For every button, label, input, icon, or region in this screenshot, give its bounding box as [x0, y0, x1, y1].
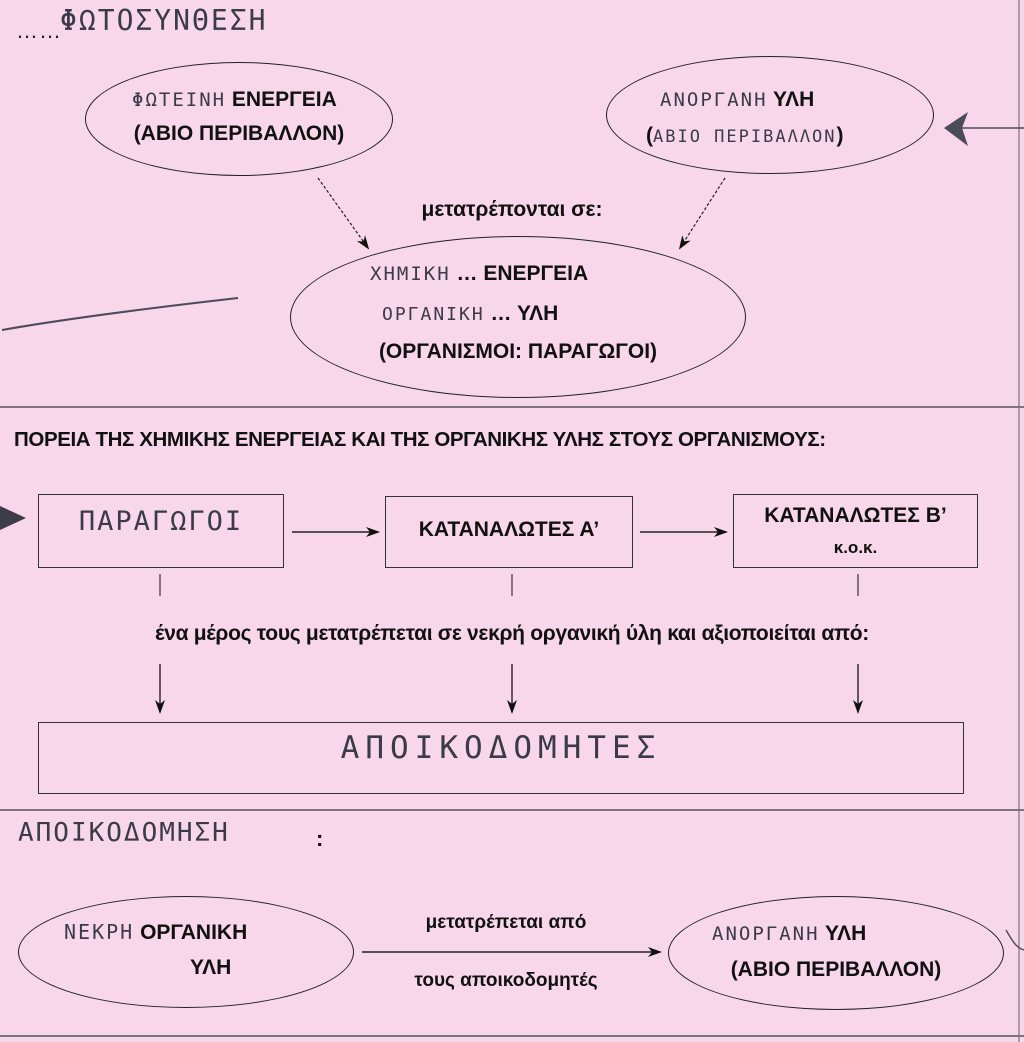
hand-inorganic-result: ΑΝΟΡΓΑΝΗ [712, 923, 820, 945]
hand-dead: ΝΕΚΡΗ [64, 920, 135, 944]
pencil-arrowhead-left [0, 506, 26, 530]
chemical-line3: (ΟΡΓΑΝΙΣΜΟΙ: ΠΑΡΑΓΩΓΟΙ) [378, 340, 658, 363]
hand-inorganic: ΑΝΟΡΓΑΝΗ [660, 89, 768, 111]
section2-title: ΠΟΡΕΙΑ ΤΗΣ ΧΗΜΙΚΗΣ ΕΝΕΡΓΕΙΑΣ ΚΑΙ ΤΗΣ ΟΡΓ… [14, 428, 826, 451]
label-transform: μετατρέπονται σε: [421, 198, 603, 221]
heading-photosynthesis: ΦΩΤΟΣΥΝΘΕΣΗ [60, 4, 268, 37]
label-organic: ΟΡΓΑΝΙΚΗ [140, 921, 248, 944]
label-matter-result: ΥΛΗ [824, 922, 867, 945]
hand-abiotic: ΑΒΙΟ ΠΕΡΙΒΑΛΛΟΝ [653, 127, 837, 147]
box-consumers-b [733, 494, 978, 568]
hand-decomposers: ΑΠΟΙΚΟΔΟΜΗΤΕΣ [340, 730, 662, 766]
dead-organic-line2: ΥΛΗ [190, 956, 232, 979]
close-paren: ) [836, 124, 844, 147]
arrow-light-to-chemical [317, 177, 370, 250]
open-paren: ( [646, 124, 653, 147]
label-etc: κ.ο.κ. [833, 538, 878, 557]
hand-chemical: ΧΗΜΙΚΗ [370, 263, 451, 285]
box-decomposers [38, 722, 964, 794]
pencil-stroke-left [1, 297, 239, 331]
label-chem-energy: … ΕΝΕΡΓΕΙΑ [456, 262, 589, 285]
pencil-stroke-bottom-right [1005, 929, 1024, 951]
chemical-line1: ΧΗΜΙΚΗ … ΕΝΕΡΓΕΙΑ [370, 262, 588, 286]
inorganic-result-line2: (ΑΒΙΟ ΠΕΡΙΒΑΛΛΟΝ) [730, 958, 942, 981]
arrow-label-bottom: τους αποικοδομητές [414, 970, 598, 991]
box-producers [38, 494, 284, 568]
inorganic-result-line1: ΑΝΟΡΓΑΝΗ ΥΛΗ [712, 922, 866, 946]
label-consumers-b: ΚΑΤΑΝΑΛΩΤΕΣ Β’ [764, 504, 947, 527]
hand-light: ΦΩΤΕΙΝΗ [132, 89, 227, 111]
light-energy-line1: ΦΩΤΕΙΝΗ ΕΝΕΡΓΕΙΑ [132, 88, 337, 112]
label-matter: ΥΛΗ [772, 88, 815, 111]
label-consumers-a: ΚΑΤΑΝΑΛΩΤΕΣ Α’ [418, 518, 600, 541]
hand-producers: ΠΑΡΑΓΩΓΟΙ [78, 506, 244, 537]
heading-dots: …… [16, 18, 62, 43]
chemical-line2: ΟΡΓΑΝΙΚΗ … ΥΛΗ [382, 302, 558, 326]
pencil-arrowhead-right [944, 112, 968, 146]
dead-organic-line1: ΝΕΚΡΗ ΟΡΓΑΝΙΚΗ [64, 920, 247, 945]
hand-organic: ΟΡΓΑΝΙΚΗ [382, 304, 485, 325]
label-org-matter: … ΥΛΗ [490, 302, 559, 325]
ellipse-light-energy [85, 62, 393, 176]
inorganic-line1: ΑΝΟΡΓΑΝΗ ΥΛΗ [660, 88, 814, 112]
heading-decomposition: ΑΠΟΙΚΟΔΟΜΗΣΗ [18, 818, 230, 848]
arrow-label-top: μετατρέπεται από [425, 912, 587, 933]
label-energy: ΕΝΕΡΓΕΙΑ [231, 88, 337, 111]
ellipse-inorganic-matter [606, 56, 934, 174]
label-dead-matter-part: ένα μέρος τους μετατρέπεται σε νεκρή οργ… [155, 622, 869, 645]
ellipse-inorganic-result [668, 896, 1004, 1010]
ellipse-chemical-organic [290, 236, 746, 398]
inorganic-line2: (ΑΒΙΟ ΠΕΡΙΒΑΛΛΟΝ) [646, 124, 844, 148]
box-consumers-a [385, 496, 633, 568]
light-energy-line2: (ΑΒΙΟ ΠΕΡΙΒΑΛΛΟΝ) [133, 122, 345, 145]
ellipse-dead-organic [18, 896, 354, 1008]
arrow-inorganic-to-chemical [678, 177, 726, 250]
heading-colon: : [316, 826, 324, 851]
